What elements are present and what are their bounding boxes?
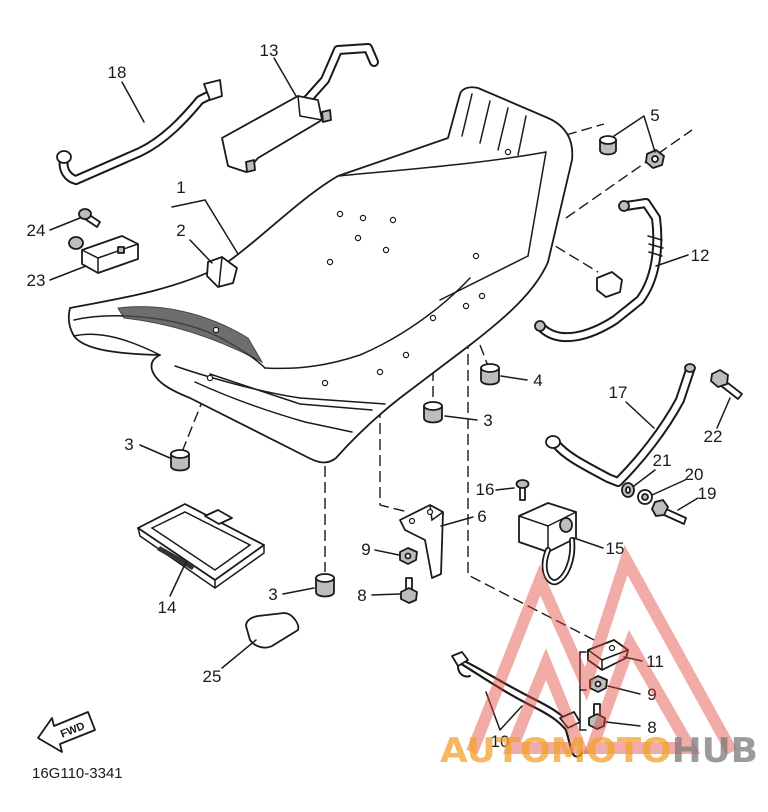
part-12-grab-handle [534,198,664,343]
drawing-number: 16G110-3341 [32,765,123,782]
callout-8-lower: 8 [647,718,656,737]
part-20-washer [637,489,653,505]
part-3-damper-right [423,401,443,424]
forward-arrow-icon: FWD [37,711,96,753]
part-5-nuts [599,135,665,169]
part-21-washer [621,482,635,498]
callout-10: 10 [491,732,510,751]
part-3-damper-left [170,449,190,472]
callout-24: 24 [27,221,46,240]
callout-3-left: 3 [124,435,133,454]
callout-6: 6 [477,507,486,526]
part-16-bolt [515,479,530,501]
part-3-damper-bottom [315,573,335,598]
explode-lines [181,123,693,643]
group-bracket-11-9-8 [579,651,587,731]
seat [67,86,574,464]
part-25-pad [245,612,300,649]
part-22-bolt [710,369,743,400]
part-9-nut-lower [589,675,608,693]
part-4-rubber [480,363,500,386]
callout-3-right: 3 [483,411,492,430]
callout-11: 11 [646,652,664,671]
callout-23: 23 [27,271,46,290]
part-8-bolt-lower [588,703,606,730]
watermark-auto: AUTO [440,731,551,771]
part-18-grab-bar [56,79,223,185]
part-13-bracket [221,43,379,173]
part-19-bolt [651,499,687,525]
callout-13: 13 [260,41,279,60]
part-10-cable [451,651,583,758]
callout-19: 19 [698,484,717,503]
part-14-tray [137,503,265,589]
part-9-nut [399,547,418,565]
part-17-bar [545,363,696,487]
part-6-bracket [399,504,444,579]
callout-5: 5 [650,106,659,125]
part-2-strap-clip [206,256,238,288]
callout-2: 2 [176,221,185,240]
callout-15: 15 [606,539,625,558]
watermark-moto: MOTO [551,731,672,771]
part-15-seat-lock [518,502,577,586]
callout-8: 8 [357,586,366,605]
callout-17: 17 [609,383,628,402]
callout-25: 25 [203,667,222,686]
callout-22: 22 [704,427,723,446]
callout-20: 20 [685,465,704,484]
callout-18: 18 [108,63,127,82]
callout-16: 16 [476,480,495,499]
callout-9-lower: 9 [647,685,656,704]
watermark-hub: HUB [672,731,758,771]
callout-1: 1 [176,178,185,197]
part-24-bolt [78,208,101,228]
callout-12: 12 [691,246,710,265]
callout-3-bottom: 3 [268,585,277,604]
callouts: 18 13 1 2 24 23 5 12 4 3 3 17 22 21 20 1… [27,41,723,751]
part-8-bolt [400,577,418,604]
callout-4: 4 [533,371,542,390]
callout-21: 21 [653,451,672,470]
part-23-block [68,235,139,274]
leader-lines [49,57,731,731]
callout-14: 14 [158,598,177,617]
callout-9: 9 [361,540,370,559]
